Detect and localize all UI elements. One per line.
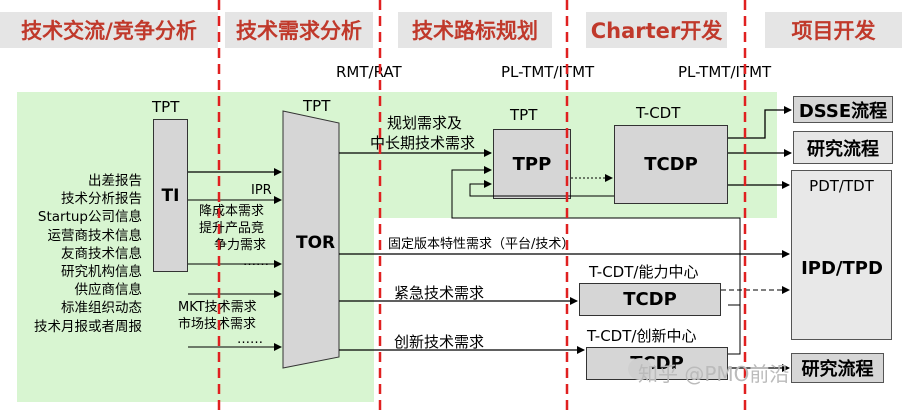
tor-label: TOR [296,233,336,253]
flow-innovation: 创新技术需求 [394,333,485,351]
tor-shape [282,110,340,369]
tor-input-mkt: MKT技术需求 [178,300,257,315]
source-list: 出差报告 技术分析报告 Startup公司信息 运营商技术信息 友商技术信息 研… [34,172,142,336]
source-item: 友商技术信息 [61,245,142,262]
research-process-bottom-box: 研究流程 [791,353,884,383]
header-roadmap-planning: 技术路标规划 [398,12,552,48]
tcdp-mid-team-label: T-CDT/能力中心 [589,263,699,281]
milestone-pl-tmt-1: PL-TMT/ITMT [501,63,595,81]
source-item: 研究机构信息 [61,264,142,281]
ipd-tpd-box: IPD/TPD [801,257,883,279]
tcdp-top-box: TCDP [614,125,728,204]
dsse-process-box: DSSE流程 [793,96,893,123]
source-item: 技术分析报告 [61,191,142,208]
source-item: 出差报告 [88,173,142,189]
header-charter-dev: Charter开发 [586,12,727,48]
flow-planning-1: 规划需求及 [387,114,463,132]
tor-input-more-1: …… [243,254,269,269]
tor-input-ipr: IPR [251,183,272,198]
milestone-rmt-rat: RMT/RAT [336,63,402,81]
tcdp-mid-box: TCDP [579,283,721,316]
tor-input-more-2: …… [237,332,263,347]
tor-input-cost: 降成本需求 [199,204,265,219]
ti-team-label: TPT [152,98,180,116]
tor-team-label: TPT [303,97,331,115]
tor-input-market: 市场技术需求 [178,317,257,332]
tor-input-competitive-2: 争力需求 [214,238,267,253]
source-item: Startup公司信息 [37,209,142,226]
tcdp-top-team-label: T-CDT [636,104,681,122]
source-item: 运营商技术信息 [47,227,143,244]
zhihu-logo-icon [628,358,652,380]
ti-box: TI [153,119,188,272]
header-tech-exchange: 技术交流/竞争分析 [0,12,218,48]
milestone-pl-tmt-2: PL-TMT/ITMT [678,63,772,81]
pdt-tdt-label: PDT/TDT [809,177,874,195]
research-process-box: 研究流程 [793,131,893,164]
flow-fixed-version: 固定版本特性需求（平台/技术） [388,237,575,252]
header-requirement-analysis: 技术需求分析 [225,12,373,48]
flow-planning-2: 中长期技术需求 [370,134,476,152]
tpp-team-label: TPT [510,106,538,124]
source-item: 标准组织动态 [61,300,142,317]
source-item: 技术月报或者周报 [34,318,142,335]
source-item: 供应商信息 [74,282,143,299]
tor-input-competitive-1: 提升产品竞 [199,221,265,236]
tpp-box: TPP [493,129,571,199]
tcdp-bot-team-label: T-CDT/创新中心 [587,327,697,345]
watermark: 知乎 @PMO前沿 [638,362,790,386]
flow-urgent: 紧急技术需求 [394,284,485,302]
header-project-dev: 项目开发 [765,12,902,48]
pdt-tdt-box: PDT/TDT [791,170,892,340]
